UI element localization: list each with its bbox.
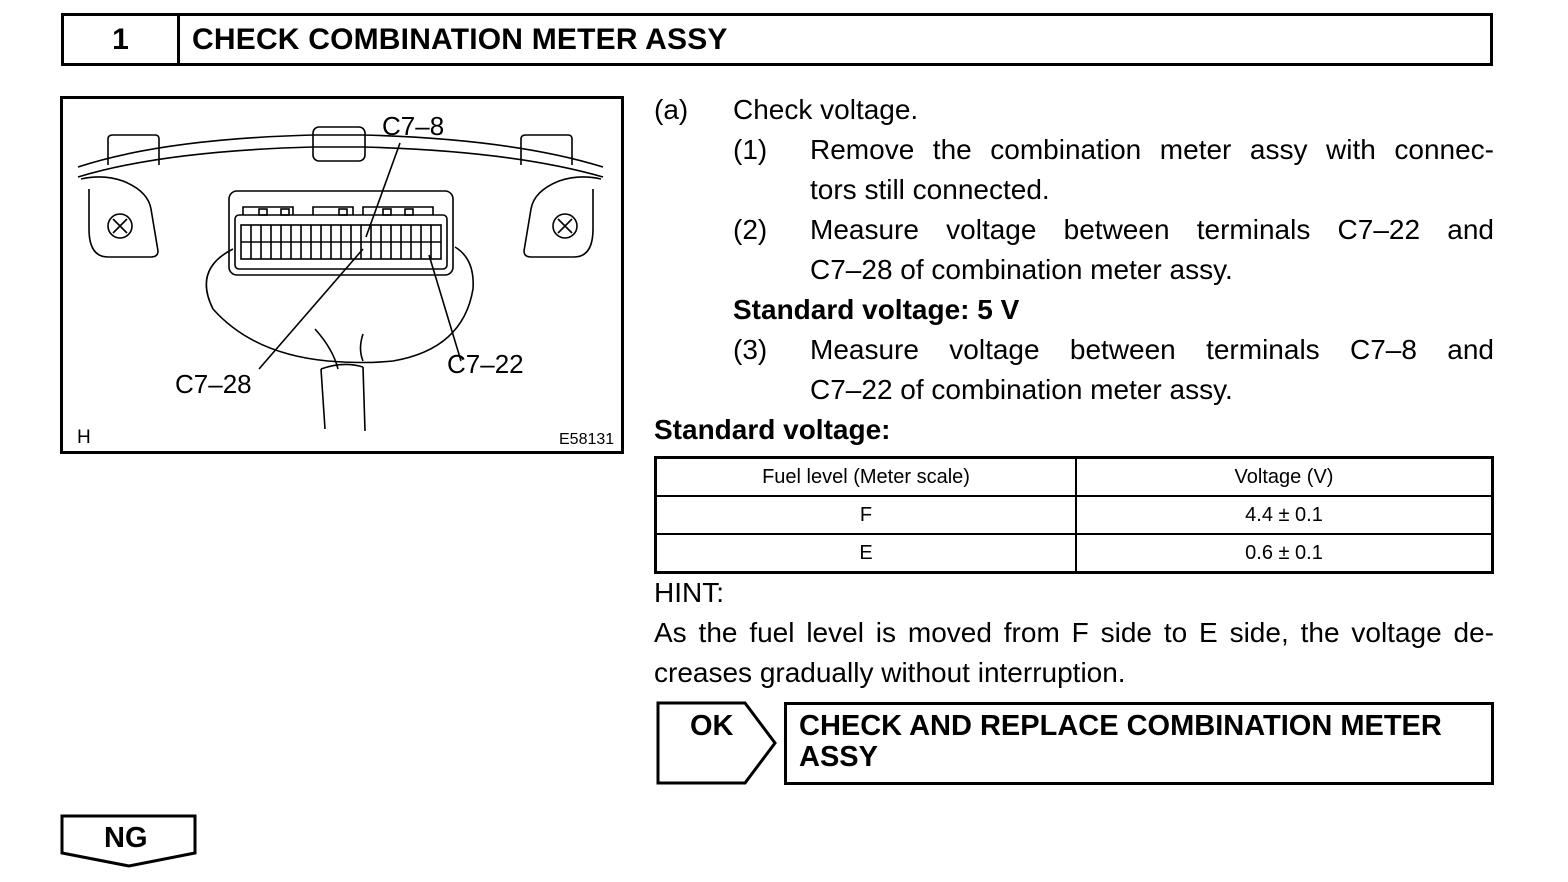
step-header: 1 CHECK COMBINATION METER ASSY	[61, 13, 1493, 66]
table-header-row: Fuel level (Meter scale) Voltage (V)	[654, 456, 1494, 497]
cell-voltage: 4.4 ± 0.1	[1075, 495, 1494, 535]
figure-corner-letter: H	[77, 427, 91, 448]
connector-illustration: C7–8 C7–28 C7–22 H E58131	[60, 96, 624, 454]
standard-voltage-label: Standard voltage:	[654, 414, 891, 445]
table-row: F 4.4 ± 0.1	[654, 495, 1494, 535]
hint-line1: As the fuel level is moved from F side t…	[654, 617, 1494, 648]
check-voltage-text: Check voltage.	[733, 94, 919, 125]
step1-line2: tors still connected.	[810, 174, 1050, 205]
marker-a: (a)	[654, 94, 689, 125]
step3-line1: Measure voltage between terminals C7–8 a…	[810, 334, 1494, 365]
cell-fuel-level: E	[654, 533, 1077, 574]
ok-arrow-badge	[656, 701, 777, 785]
ok-result-line2: ASSY	[799, 741, 878, 773]
header-voltage: Voltage (V)	[1075, 456, 1494, 497]
ng-label: NG	[104, 822, 148, 854]
connector-drawing	[77, 126, 604, 432]
step3-line2: C7–22 of combination meter assy.	[810, 374, 1233, 405]
step2-line1: Measure voltage between terminals C7–22 …	[810, 214, 1494, 245]
label-c7-28: C7–28	[175, 369, 252, 399]
ok-label: OK	[690, 710, 734, 742]
header-fuel-level: Fuel level (Meter scale)	[654, 456, 1077, 497]
marker-1: (1)	[733, 134, 768, 165]
step2-line2: C7–28 of combination meter assy.	[810, 254, 1233, 285]
ok-result-box	[784, 702, 1494, 785]
standard-voltage-5v: Standard voltage: 5 V	[733, 294, 1020, 325]
voltage-spec-table: Fuel level (Meter scale) Voltage (V) F 4…	[654, 456, 1494, 574]
marker-2: (2)	[733, 214, 768, 245]
figure-code: E58131	[559, 431, 615, 448]
cell-fuel-level: F	[654, 495, 1077, 535]
ok-result-line1: CHECK AND REPLACE COMBINATION METER	[799, 710, 1442, 742]
hint-label: HINT:	[654, 577, 724, 608]
ng-arrow-badge	[60, 814, 197, 868]
step-title: CHECK COMBINATION METER ASSY	[192, 22, 728, 56]
label-c7-22: C7–22	[447, 349, 524, 379]
hint-line2: creases gradually without interruption.	[654, 657, 1126, 688]
step1-line1: Remove the combination meter assy with c…	[810, 134, 1494, 165]
step-number: 1	[64, 16, 180, 63]
cell-voltage: 0.6 ± 0.1	[1075, 533, 1494, 574]
marker-3: (3)	[733, 334, 768, 365]
label-c7-8: C7–8	[382, 111, 445, 141]
table-row: E 0.6 ± 0.1	[654, 533, 1494, 574]
